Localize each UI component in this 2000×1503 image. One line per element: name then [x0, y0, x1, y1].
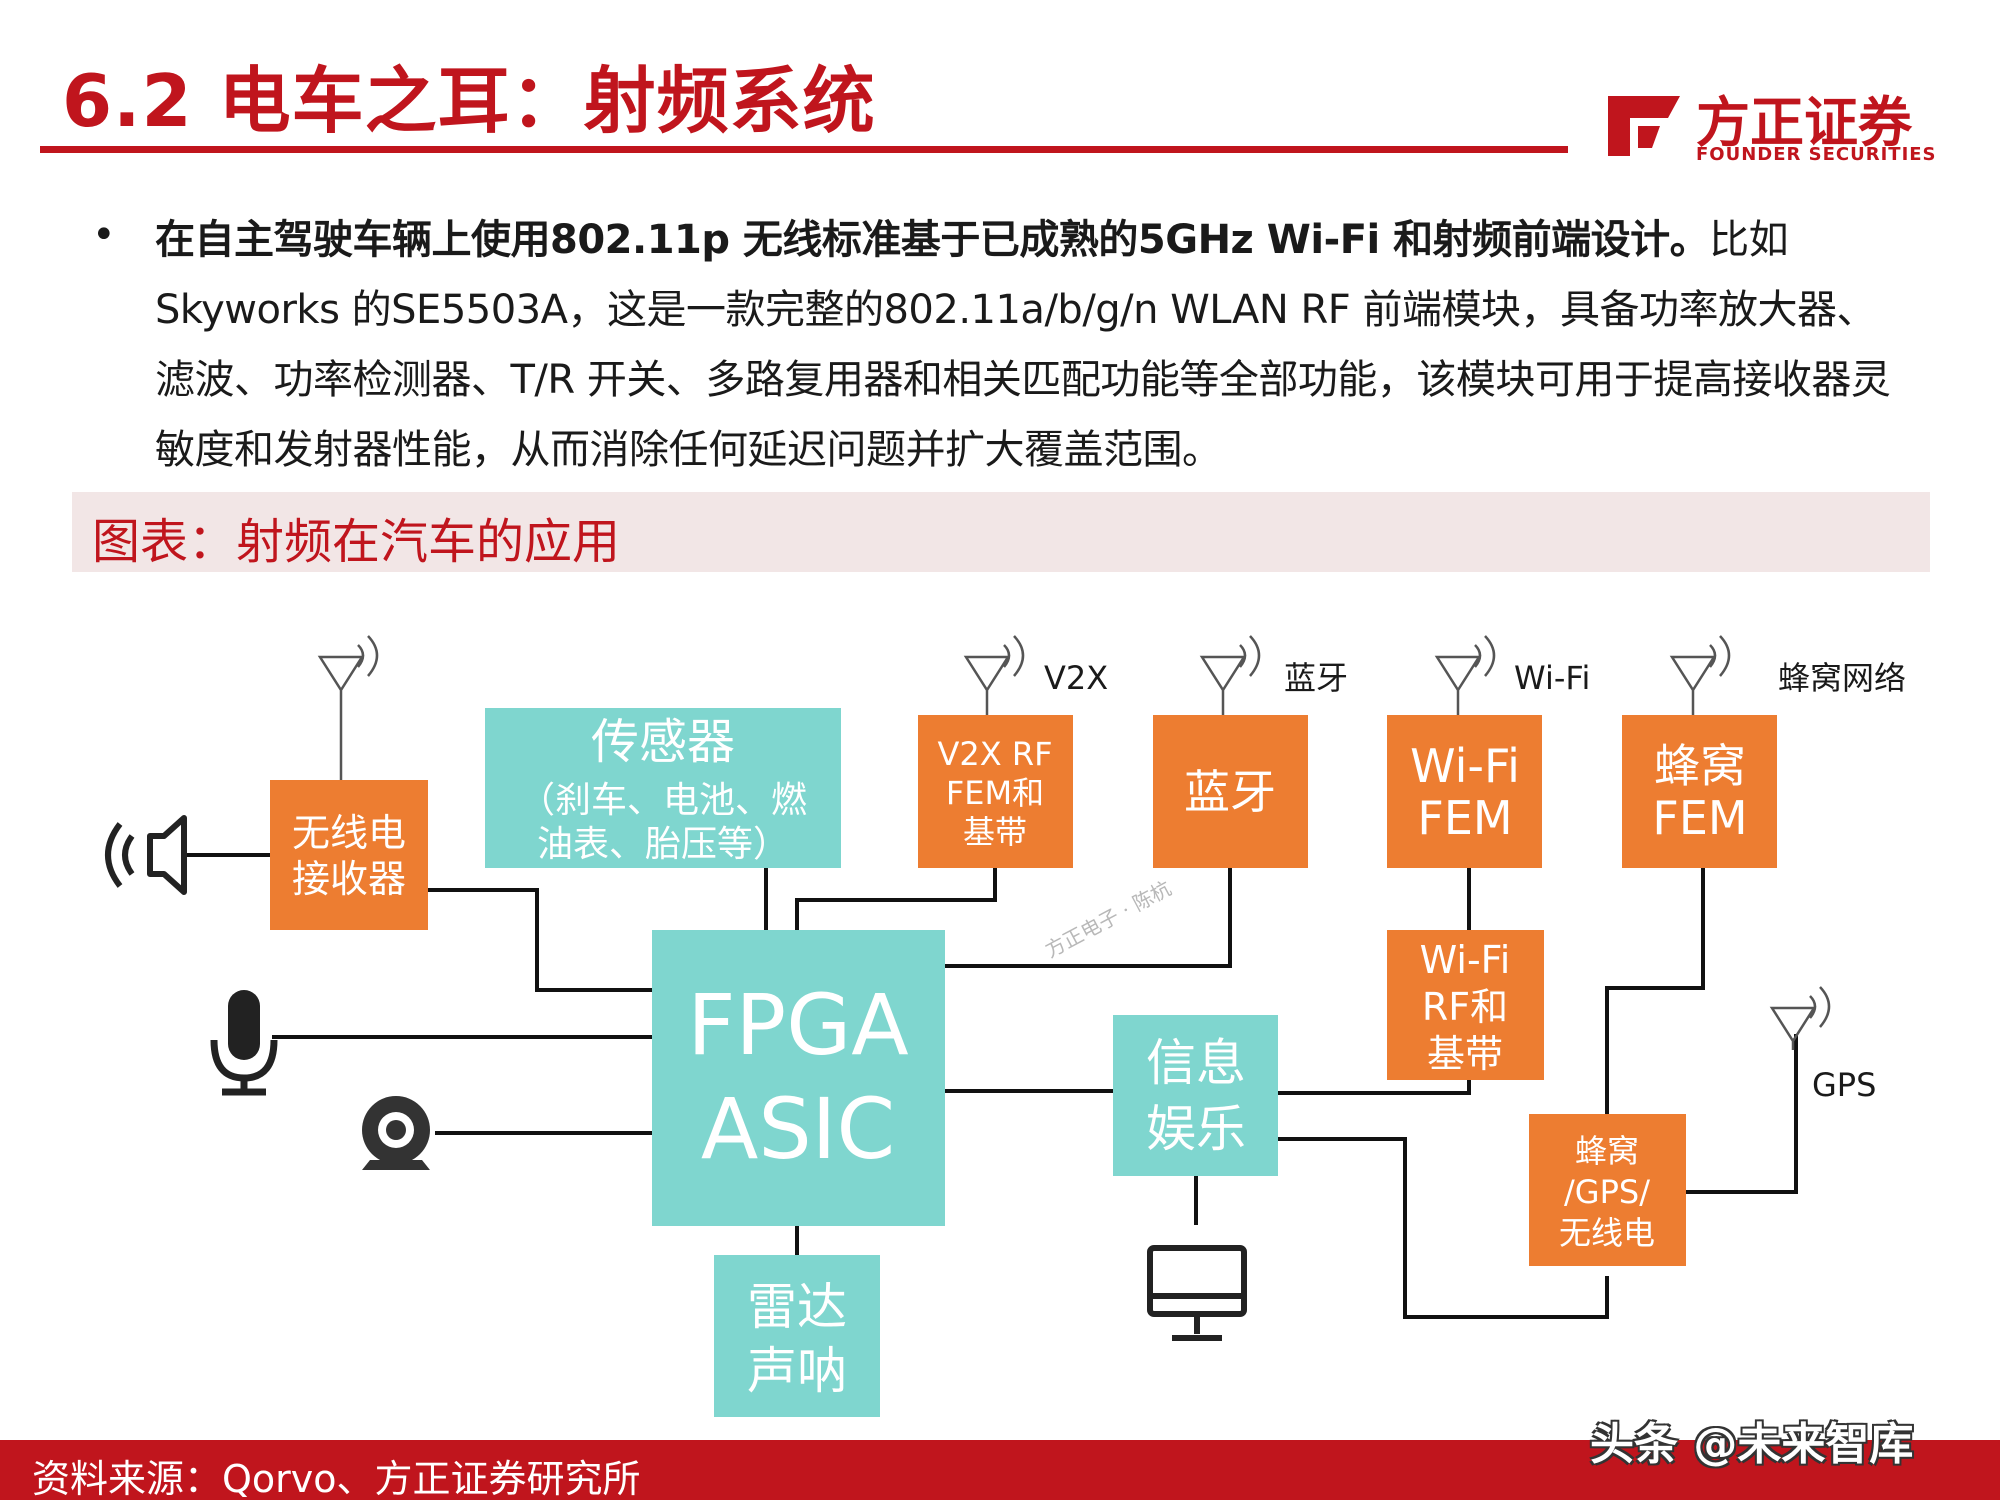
founder-logo-icon — [1608, 96, 1680, 156]
antenna-icon — [1769, 986, 1831, 1050]
sensors-detail-line2: 油表、胎压等） — [537, 824, 789, 865]
cell-gps-line1: 蜂窝 — [1575, 1132, 1639, 1170]
cell-fem-box — [1622, 715, 1777, 868]
page-title: 6.2 电车之耳：射频系统 — [62, 59, 876, 143]
microphone-icon — [210, 990, 278, 1096]
footer-bar: 资料来源：Qorvo、方正证券研究所 — [0, 1440, 2000, 1501]
antenna-icon — [963, 635, 1025, 715]
watermark: 方正电子 · 陈杭 — [1041, 876, 1175, 962]
wifi-fem-line1: Wi-Fi — [1410, 739, 1520, 793]
connection-lines — [185, 853, 1798, 1319]
footer-source: 资料来源：Qorvo、方正证券研究所 — [32, 1457, 641, 1501]
antenna-icon — [1669, 635, 1731, 715]
radar-line2: 声呐 — [747, 1342, 847, 1400]
figure-title: 图表：射频在汽车的应用 — [92, 514, 621, 570]
label-cellular: 蜂窝网络 — [1778, 659, 1906, 697]
label-wifi: Wi-Fi — [1514, 659, 1590, 697]
title-divider — [40, 146, 1568, 153]
cell-fem-line1: 蜂窝 — [1654, 739, 1746, 793]
sensors-title: 传感器 — [591, 714, 735, 770]
line-cell-gps — [1686, 1034, 1798, 1194]
label-v2x: V2X — [1044, 659, 1108, 697]
figure-title-bar: 图表：射频在汽车的应用 — [72, 492, 1930, 572]
bluetooth-label: 蓝牙 — [1184, 765, 1276, 819]
bluetooth-box — [1153, 715, 1308, 868]
v2x-box — [918, 715, 1073, 868]
core-line2: ASIC — [701, 1080, 895, 1178]
bullet-lead: 在自主驾驶车辆上使用802.11p 无线标准基于已成熟的5GHz Wi-Fi 和… — [155, 217, 1710, 263]
core-line1: FPGA — [687, 976, 909, 1074]
founder-logo: 方正证券 FOUNDER SECURITIES — [1598, 78, 1936, 168]
wifi-rf-line1: Wi-Fi — [1420, 938, 1511, 982]
speaker-icon — [105, 815, 187, 895]
antenna-icon — [1434, 635, 1496, 715]
wifi-rf-line2: RF和 — [1422, 985, 1508, 1029]
fpga-asic-box — [652, 930, 945, 1226]
radio-receiver-box — [270, 780, 428, 930]
wifi-fem-box — [1387, 715, 1542, 868]
sensors-box — [485, 708, 841, 868]
bullet-marker: • — [92, 212, 116, 258]
label-gps: GPS — [1812, 1066, 1876, 1104]
logo-text-en: FOUNDER SECURITIES — [1696, 144, 1937, 165]
v2x-line1: V2X RF — [938, 735, 1053, 773]
wifi-rf-line3: 基带 — [1427, 1032, 1503, 1076]
cell-fem-line2: FEM — [1652, 791, 1747, 845]
rf-diagram: V2X 蓝牙 Wi-Fi 蜂窝网络 GPS 无线电 接收器 传感器 （刹车、电池… — [105, 635, 1906, 1417]
antenna-icon — [1199, 635, 1261, 715]
line-wifirf-info — [1277, 1080, 1471, 1095]
line-v2x-core — [795, 868, 997, 930]
radio-receiver-line1: 无线电 — [292, 811, 406, 855]
wifi-fem-line2: FEM — [1417, 791, 1512, 845]
logo-text-cn: 方正证券 — [1696, 91, 1912, 154]
sensors-detail-line1: （刹车、电池、燃 — [519, 780, 807, 821]
webcam-icon — [362, 1096, 430, 1170]
cell-gps-line3: 无线电 — [1559, 1214, 1655, 1252]
line-info-cell — [1277, 1137, 1609, 1319]
cell-gps-line2: /GPS/ — [1564, 1173, 1650, 1211]
line-cellfem-cell — [1605, 868, 1705, 1114]
cell-gps-radio-box — [1529, 1114, 1686, 1266]
radar-sonar-box — [714, 1255, 880, 1417]
bullet-paragraph: 在自主驾驶车辆上使用802.11p 无线标准基于已成熟的5GHz Wi-Fi 和… — [155, 205, 1905, 485]
monitor-icon — [1147, 1245, 1247, 1341]
bullet-text: 比如Skyworks 的SE5503A，这是一款完整的802.11a/b/g/n… — [155, 217, 1891, 473]
line-radio-core — [428, 888, 652, 992]
label-bluetooth: 蓝牙 — [1284, 659, 1348, 697]
antenna-icon — [317, 635, 379, 780]
line-bt-core — [945, 868, 1232, 968]
wifi-rf-box — [1387, 930, 1544, 1080]
radio-receiver-line2: 接收器 — [292, 857, 406, 901]
v2x-line3: 基带 — [963, 813, 1027, 851]
infotainment-box — [1113, 1015, 1278, 1176]
footer-tag: 头条 @未来智库 — [1590, 1419, 1914, 1470]
infotainment-line2: 娱乐 — [1146, 1100, 1246, 1158]
infotainment-line1: 信息 — [1146, 1034, 1246, 1092]
radar-line1: 雷达 — [747, 1278, 847, 1336]
v2x-line2: FEM和 — [946, 774, 1044, 812]
